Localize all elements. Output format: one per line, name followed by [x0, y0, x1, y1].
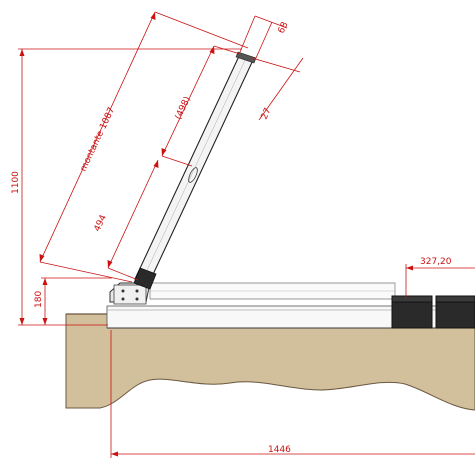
dim-498-line: [161, 45, 215, 157]
dim-1100-label: 1100: [11, 171, 21, 194]
tube-pin: [188, 167, 198, 183]
dim-498-ext-top: [213, 45, 241, 55]
dim-180-label: 180: [34, 291, 44, 308]
arrow-327-left: [406, 265, 413, 271]
tube-cap: [235, 51, 257, 64]
dim-494-ext: [107, 267, 139, 281]
dim-68-line: [254, 15, 288, 29]
dim-494-label: 494: [93, 213, 109, 233]
tube-sleeve: [133, 267, 157, 290]
dim-498-ext-bottom: [161, 155, 193, 167]
bracket-bolt-1: [121, 289, 125, 293]
arrow-494-top: [153, 160, 159, 168]
arrow-1100-bottom: [19, 318, 25, 325]
arrow-1100-top: [19, 49, 25, 56]
arrow-180-top: [42, 278, 48, 285]
arrow-180-bottom: [42, 318, 48, 325]
dim-montante-label: montante 1087: [79, 106, 117, 173]
planter-box-2: [435, 295, 475, 329]
dim-27-ext: [251, 57, 301, 73]
planter-box-1: [391, 295, 433, 329]
bracket-bolt-4: [135, 297, 139, 301]
dim-montante-line: [39, 11, 156, 263]
ground-section: [65, 313, 475, 411]
bracket-bolt-2: [135, 289, 139, 293]
dim-327-label: 327,20: [420, 257, 452, 267]
dim-montante-ext-top: [154, 11, 249, 49]
arrow-498-bottom: [161, 148, 167, 156]
arrow-494-bottom: [107, 260, 113, 268]
dim-494-line: [107, 159, 159, 269]
dim-68-ext-1: [239, 15, 256, 53]
dim-montante-ext-bottom: [39, 261, 133, 283]
arrow-498-top: [209, 46, 215, 54]
arrow-montante-top: [150, 12, 156, 20]
arrow-1446-left: [111, 451, 118, 457]
dim-68-ext-2: [255, 21, 273, 59]
dim-498-label: (498): [174, 95, 193, 121]
dim-68-label: 68: [277, 20, 291, 35]
dim-27-line: [258, 57, 304, 121]
dim-27-label: 27: [260, 107, 274, 122]
bracket-bolt-3: [121, 297, 125, 301]
arrow-montante-bottom: [39, 254, 45, 262]
dim-1446-label: 1446: [268, 445, 291, 455]
bracket-plate: [113, 284, 147, 305]
